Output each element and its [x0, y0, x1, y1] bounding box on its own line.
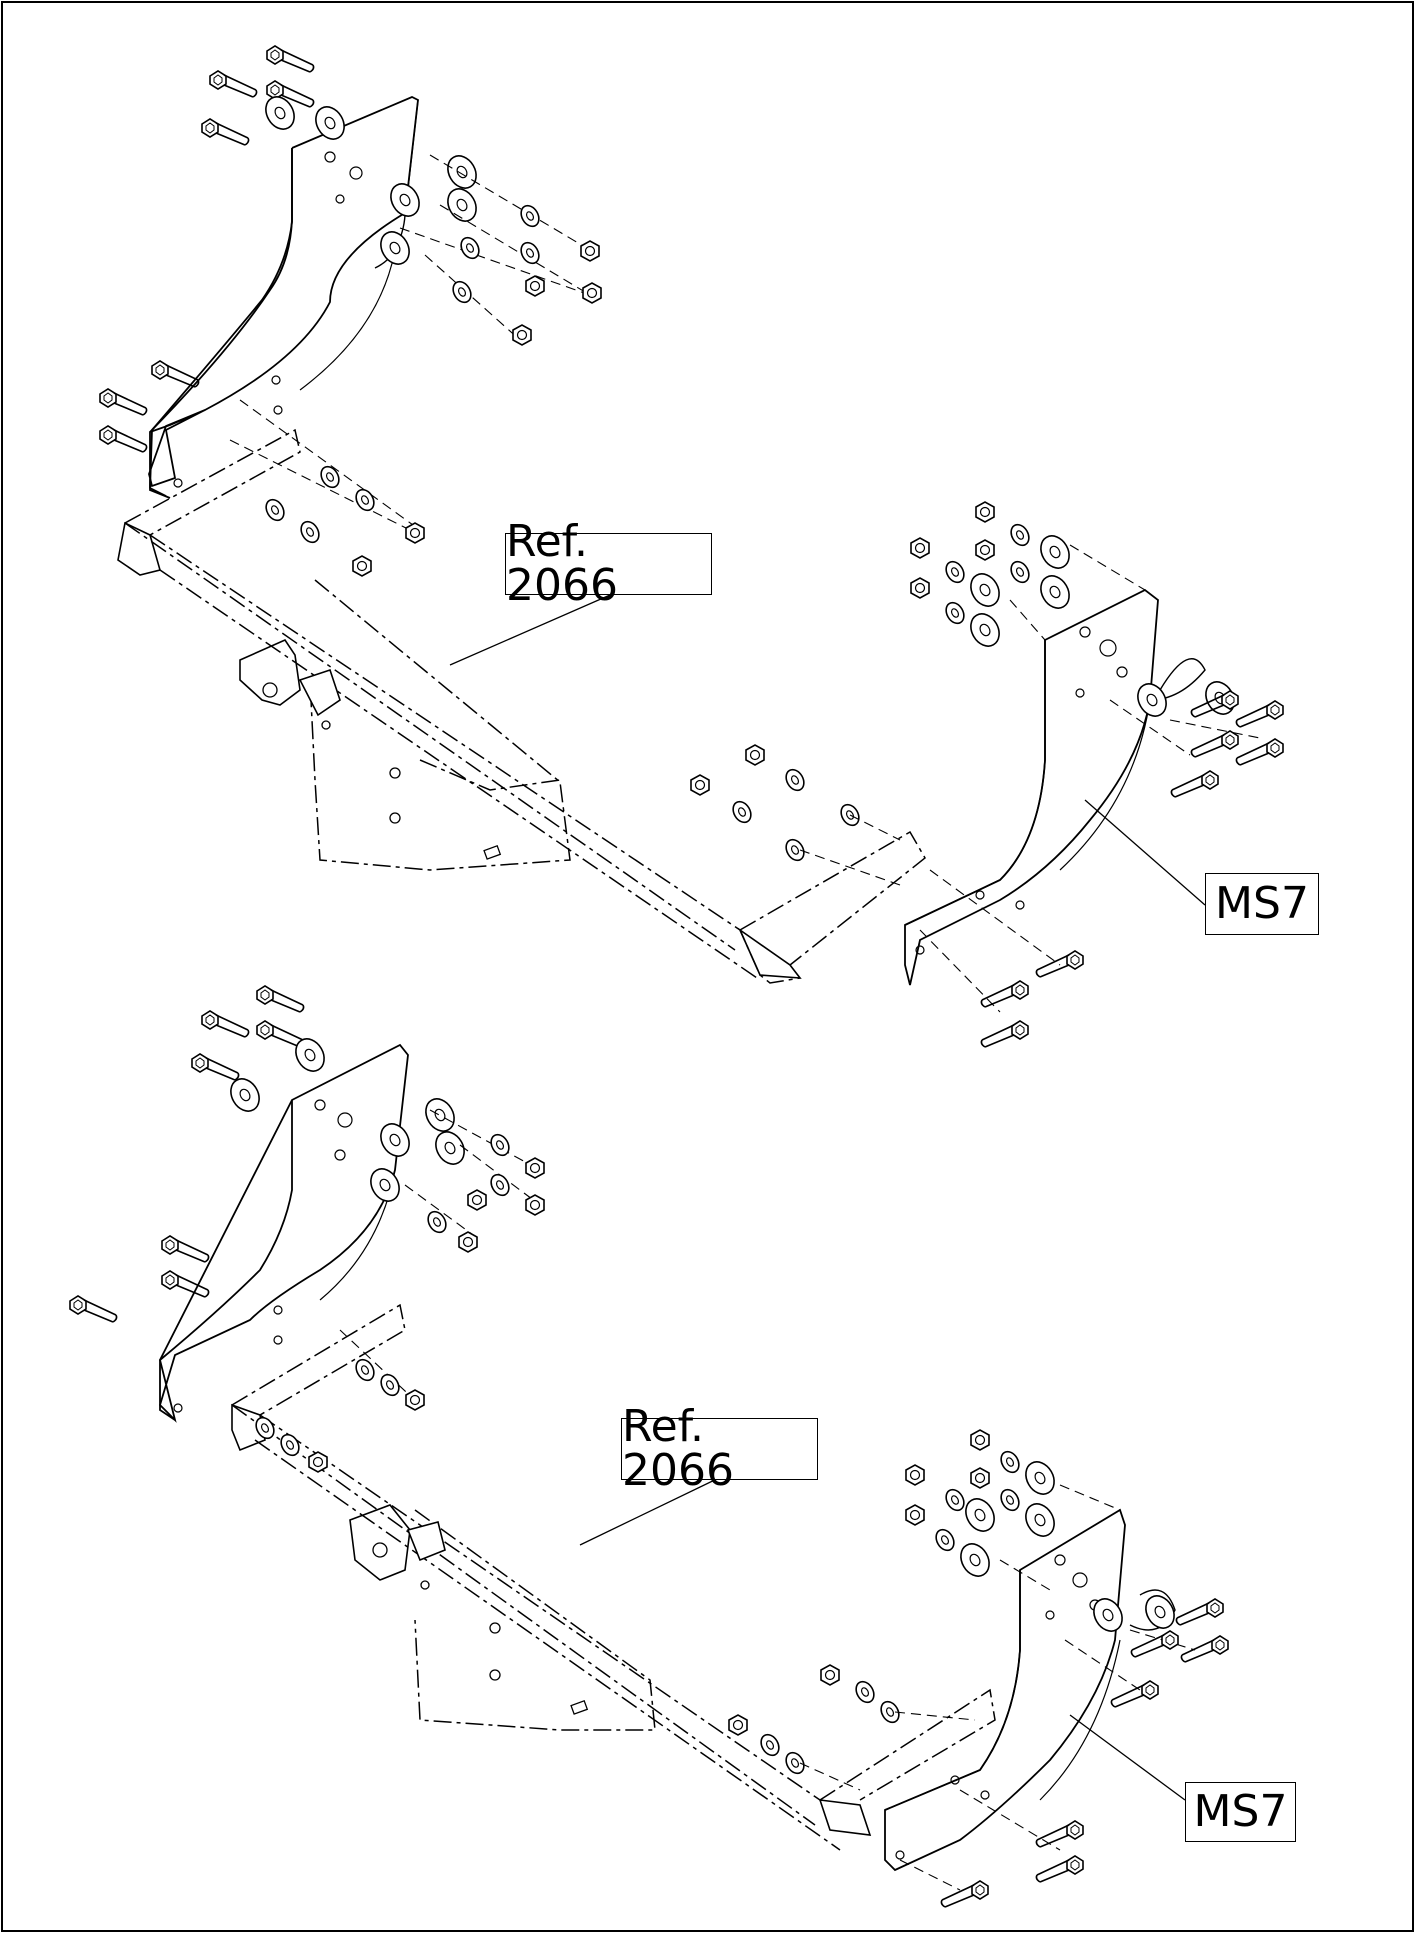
assembly-bottom [69, 985, 1229, 1908]
part-callout-bottom: MS7 [1185, 1782, 1296, 1842]
right-bracket-top [904, 588, 1159, 986]
ref-callout-top: Ref. 2066 [505, 520, 712, 608]
assembly-top [99, 45, 1284, 1048]
part-callout-top: MS7 [1205, 873, 1319, 935]
right-bracket-bottom [884, 1508, 1126, 1872]
ref-callout-bottom: Ref. 2066 [621, 1405, 818, 1493]
left-bracket-top [148, 96, 419, 497]
